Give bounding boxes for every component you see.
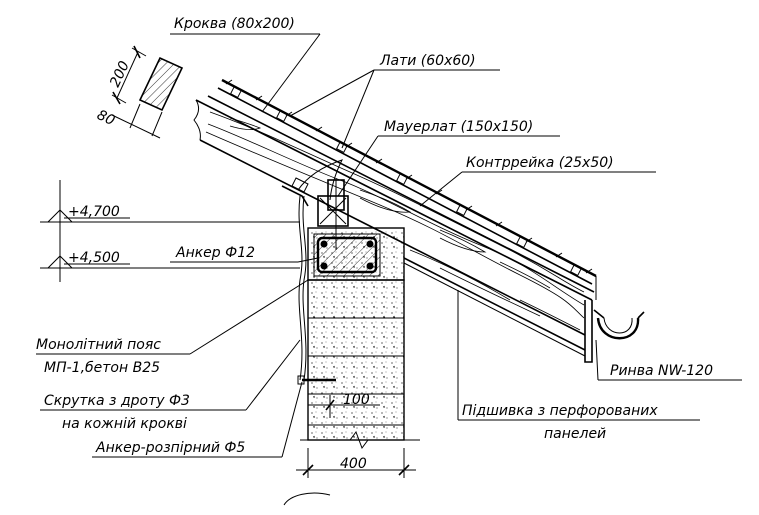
label-twist-line1: Скрутка з дроту Ф3 <box>44 393 190 409</box>
label-expansion-anchor: Анкер-розпірний Ф5 <box>95 440 245 456</box>
label-wallplate: Мауерлат (150x150) <box>384 119 533 135</box>
wallplate <box>281 159 349 250</box>
label-counterbatten: Контррейка (25x50) <box>466 155 614 171</box>
label-twist-line2: на кожній крокві <box>62 416 187 432</box>
label-battens: Лати (60x60) <box>379 53 476 69</box>
label-belt-line2: МП-1,бетон В25 <box>44 360 160 376</box>
rafter-beam <box>193 99 593 363</box>
rafter-height-dim: 200 <box>107 59 133 90</box>
roof-covering <box>207 78 597 300</box>
leader-lines <box>36 33 742 458</box>
label-rafter: Кроква (80x200) <box>174 16 295 32</box>
level-marks <box>40 180 300 282</box>
monolithic-belt <box>307 227 405 281</box>
label-belt-line1: Монолітний пояс <box>36 337 161 353</box>
rafter-width-dim: 80 <box>94 107 117 129</box>
offset-dim: 100 <box>343 392 370 408</box>
dimension-lines <box>283 395 416 506</box>
wall-width-dim: 400 <box>340 456 367 472</box>
gutter <box>593 309 645 340</box>
label-anchor: Анкер Ф12 <box>175 245 255 261</box>
level-top: +4,700 <box>68 204 120 220</box>
label-soffit-line1: Підшивка з перфорованих <box>462 403 658 419</box>
soffit-lining <box>403 257 586 357</box>
label-soffit-line2: панелей <box>544 426 606 442</box>
masonry-wall <box>300 279 420 450</box>
label-gutter: Ринва NW-120 <box>610 363 713 379</box>
rafter-section <box>111 45 184 139</box>
level-bottom: +4,500 <box>68 250 120 266</box>
twisted-wire <box>298 195 307 381</box>
